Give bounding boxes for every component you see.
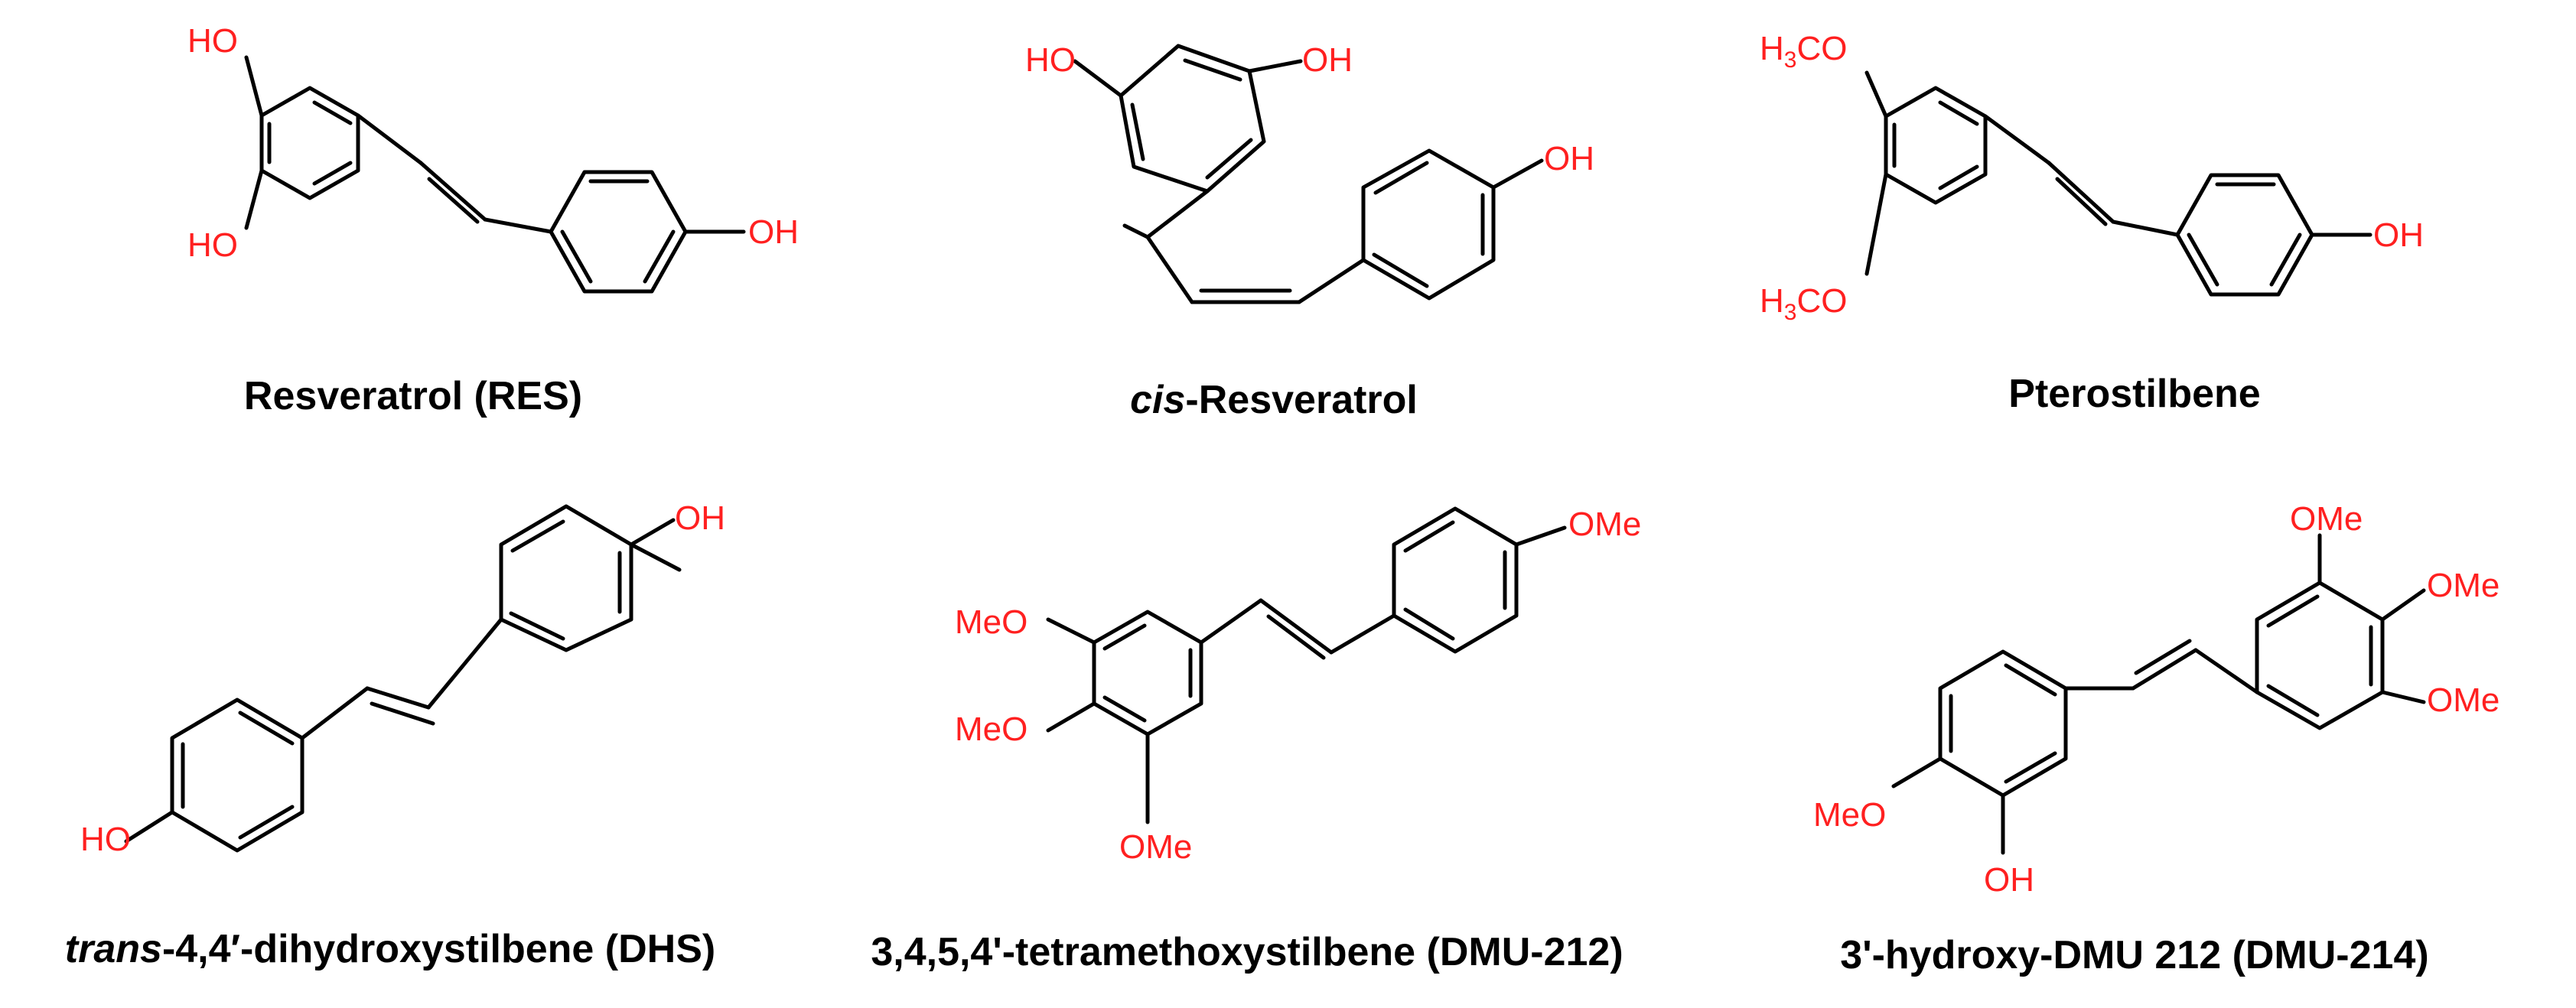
group-e: OH	[1984, 861, 2034, 899]
bonds	[1891, 533, 2426, 855]
group-a: OH	[675, 499, 725, 537]
group-c: OH	[2373, 216, 2424, 254]
group-c: OH	[1544, 140, 1594, 177]
caption-dhs: trans-4,4′-dihydroxystilbene (DHS)	[65, 927, 715, 971]
structure-dhs: OH HO	[80, 499, 725, 858]
group-b: H3CO	[1760, 282, 1847, 325]
caption-cis-resveratrol: cis-Resveratrol	[1130, 378, 1418, 422]
group-a: OMe	[2290, 500, 2363, 538]
caption-resveratrol: Resveratrol (RES)	[244, 374, 582, 418]
group-b: MeO	[955, 603, 1027, 641]
bonds	[124, 504, 682, 853]
structure-cis-resveratrol: HO OH OH	[1025, 41, 1594, 304]
group-b: OMe	[2427, 567, 2499, 604]
group-d: OMe	[1119, 828, 1192, 866]
structure-dmu-212: OMe MeO MeO OMe	[955, 506, 1641, 866]
group-a: HO	[187, 22, 238, 60]
bonds	[1864, 70, 2372, 297]
group-c: MeO	[955, 710, 1027, 748]
group-b: OH	[1302, 41, 1353, 79]
group-a: H3CO	[1760, 30, 1847, 73]
group-a: OMe	[1568, 506, 1641, 543]
caption-dmu-212: 3,4,5,4'-tetramethoxystilbene (DMU-212)	[871, 930, 1623, 974]
caption-dmu-214: 3'-hydroxy-DMU 212 (DMU-214)	[1840, 933, 2428, 977]
group-d: MeO	[1813, 796, 1886, 834]
structure-pterostilbene: H3CO H3CO OH	[1760, 30, 2424, 325]
group-b: HO	[187, 226, 238, 264]
structure-resveratrol: HO HO OH	[187, 22, 799, 294]
bonds	[244, 55, 746, 294]
group-b: HO	[80, 821, 131, 858]
caption-pterostilbene: Pterostilbene	[2008, 372, 2260, 416]
structure-dmu-214: OMe OMe OMe MeO OH	[1813, 500, 2499, 899]
bonds	[1073, 44, 1544, 304]
group-a: HO	[1025, 41, 1076, 79]
group-c: OMe	[2427, 681, 2499, 719]
bonds	[1046, 506, 1567, 824]
group-c: OH	[748, 213, 799, 251]
